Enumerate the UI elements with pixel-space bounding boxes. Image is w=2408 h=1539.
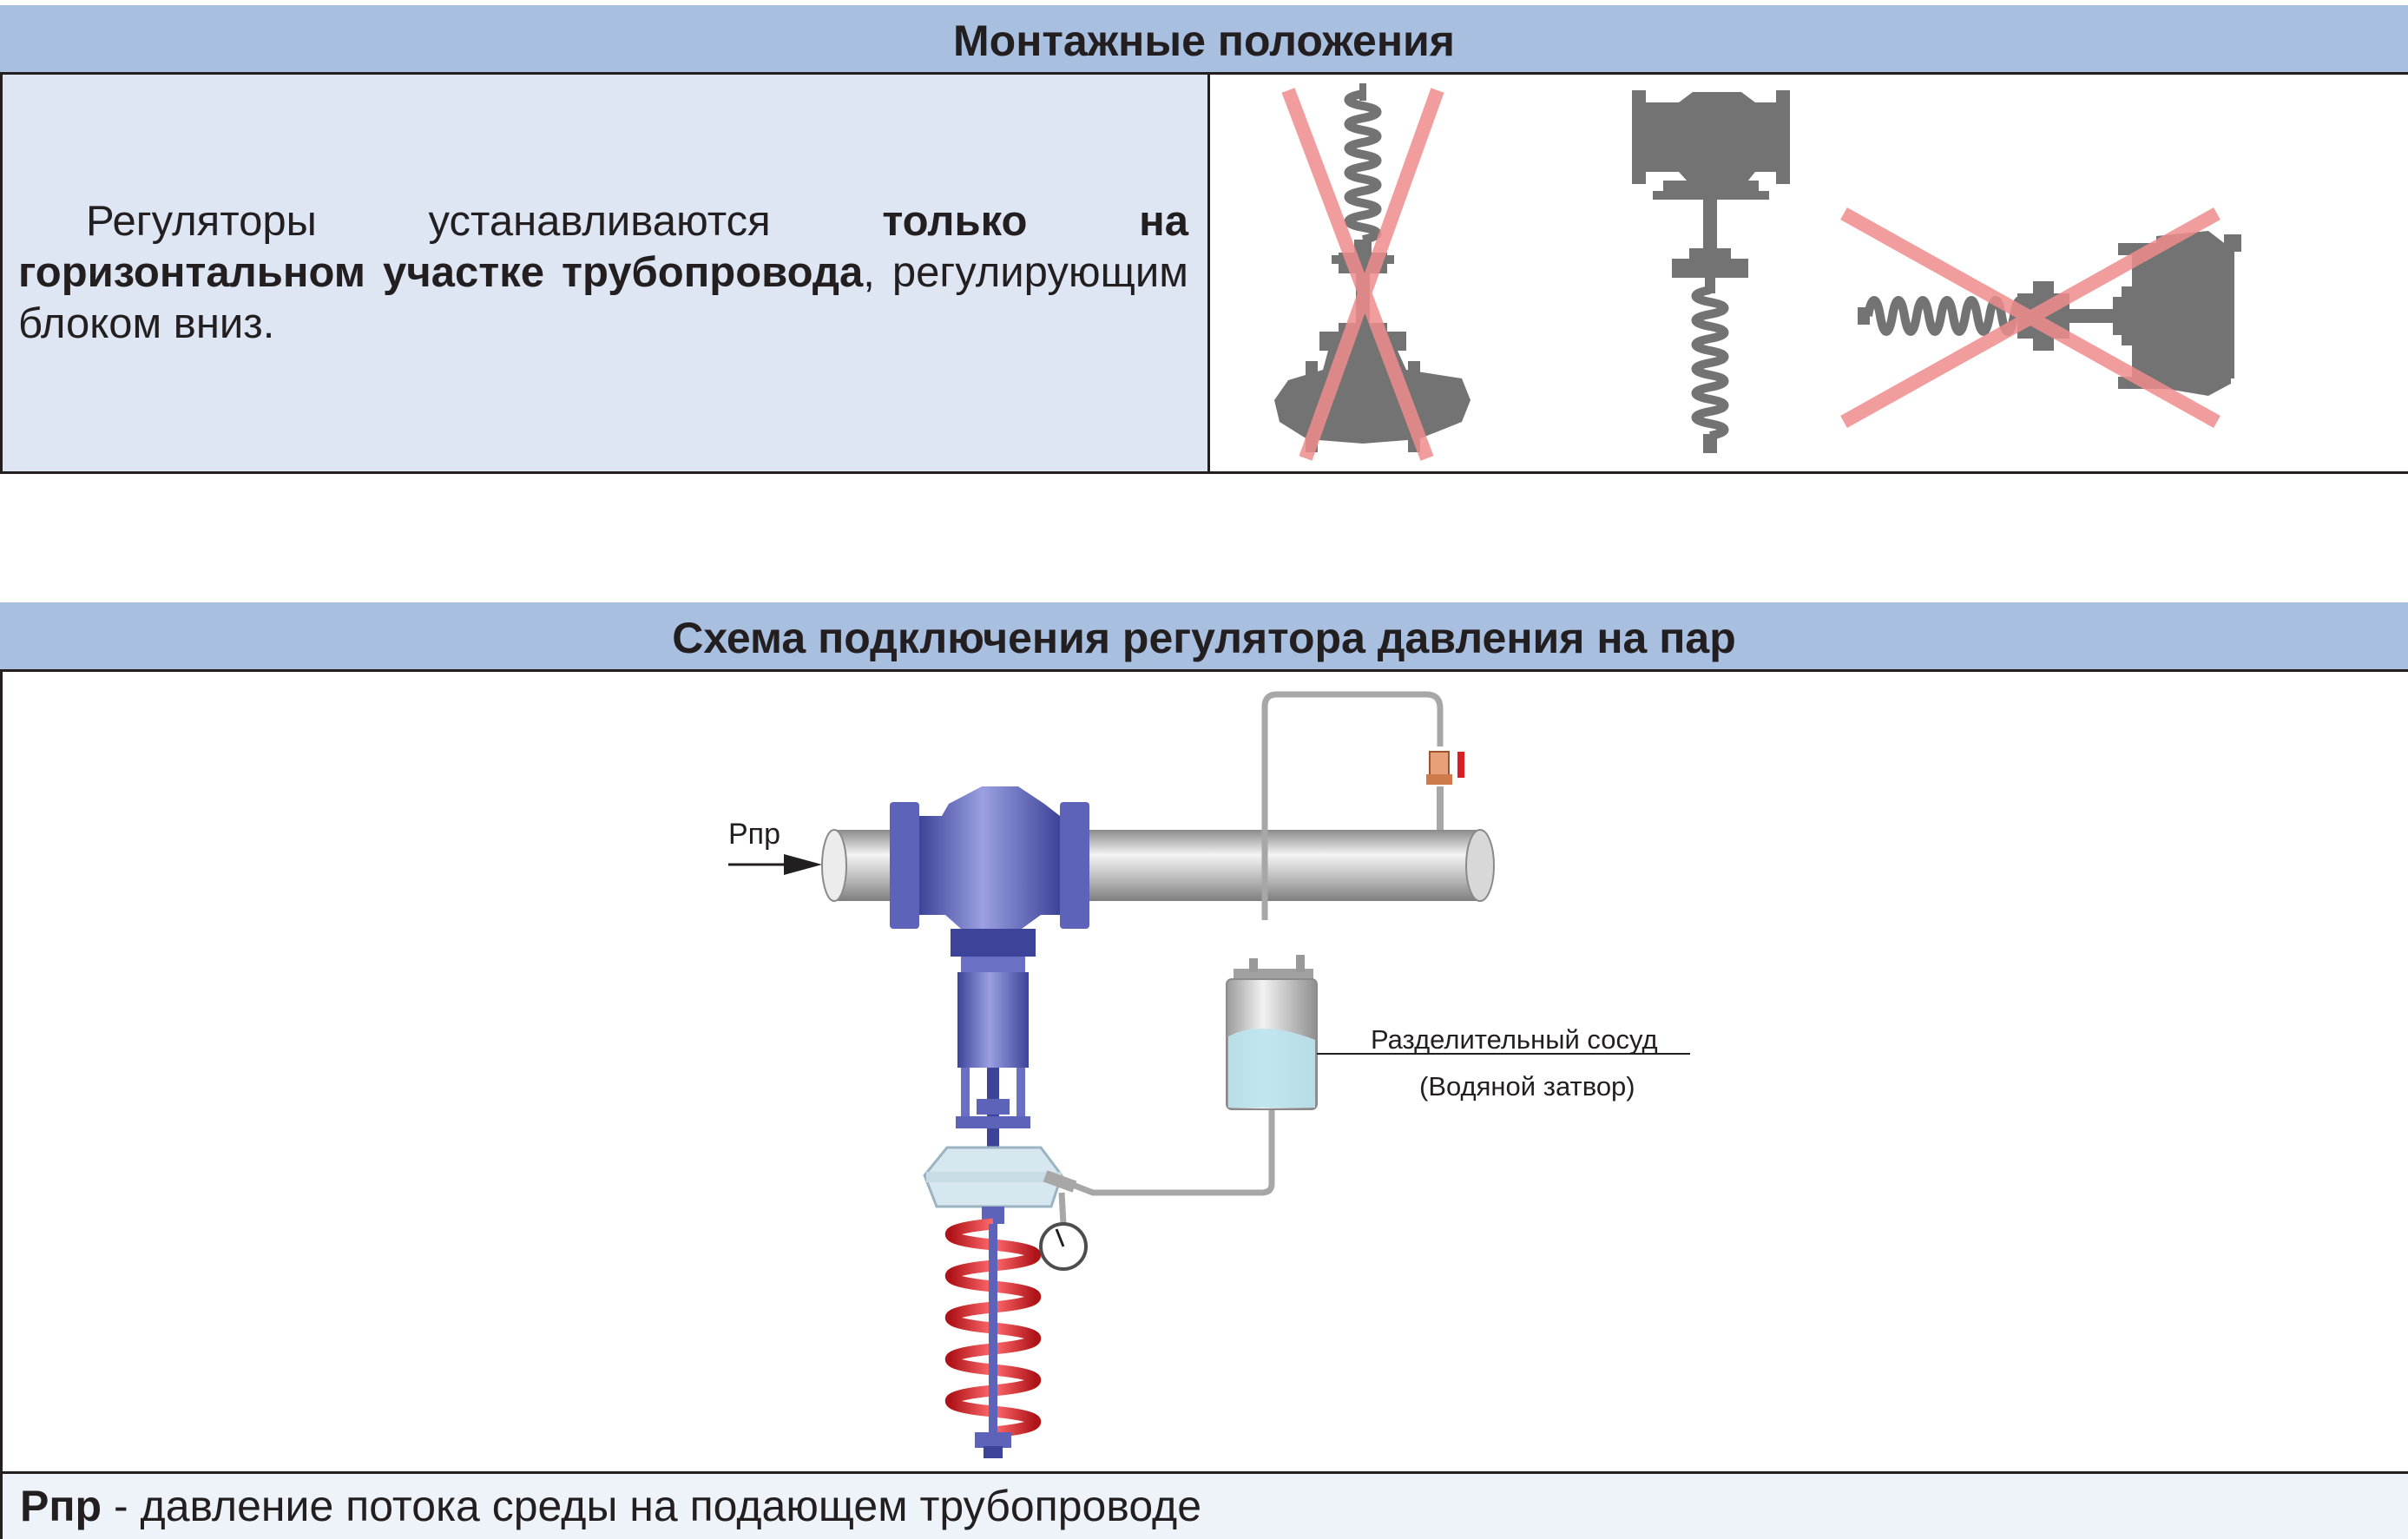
spring-icon <box>944 1218 1042 1458</box>
footnote: Рпр - давление потока среды на подающем … <box>0 1474 2408 1539</box>
mounting-header: Монтажные положения <box>0 5 2408 75</box>
cross-mark-icon <box>1281 88 1444 461</box>
scheme-title: Схема подключения регулятора давления на… <box>672 614 1736 662</box>
pressure-gauge-icon <box>1039 1170 1088 1271</box>
inlet-label: Рпр <box>728 818 780 851</box>
footnote-definition: - давление потока среды на подающем труб… <box>102 1482 1202 1530</box>
footnote-term: Рпр <box>20 1482 102 1530</box>
mounting-text-cell: Регуляторы устанавливаются только на гор… <box>0 75 1210 474</box>
vessel-label: Разделительный сосуд <box>1371 1024 1658 1055</box>
position-horizontal <box>1840 207 2241 428</box>
impulse-line <box>1060 691 1444 1196</box>
valve-actuator-down-icon <box>1632 90 1790 453</box>
mounting-description: Регуляторы устанавливаются только на гор… <box>18 196 1188 350</box>
needle-valve-icon <box>1426 751 1464 830</box>
regulator-valve-body <box>890 786 1089 1172</box>
diaphragm-chamber <box>923 1146 1063 1224</box>
mounting-text-part1: Регуляторы устанавливаются <box>86 198 883 245</box>
mounting-text-bold: только на горизонтальном участке трубопр… <box>18 198 1188 296</box>
separation-vessel <box>1226 955 1690 1110</box>
position-actuator-down <box>1632 90 1790 453</box>
mounting-image-cell <box>1210 75 2408 474</box>
inlet-arrow-icon <box>728 854 822 875</box>
mounting-positions-illustration <box>1274 83 2241 461</box>
position-actuator-up <box>1274 83 1470 461</box>
mounting-text-part2: , регулирующим блоком вниз. <box>18 249 1188 347</box>
scheme-header: Схема подключения регулятора давления на… <box>0 602 2408 672</box>
mounting-title: Монтажные положения <box>953 16 1455 65</box>
vessel-sublabel: (Водяной затвор) <box>1419 1071 1635 1102</box>
connection-diagram: Рпр Разделительный сосуд <box>728 691 1690 1458</box>
scheme-cell: Рпр Разделительный сосуд <box>0 672 2408 1474</box>
cross-mark-icon <box>1840 207 2220 428</box>
